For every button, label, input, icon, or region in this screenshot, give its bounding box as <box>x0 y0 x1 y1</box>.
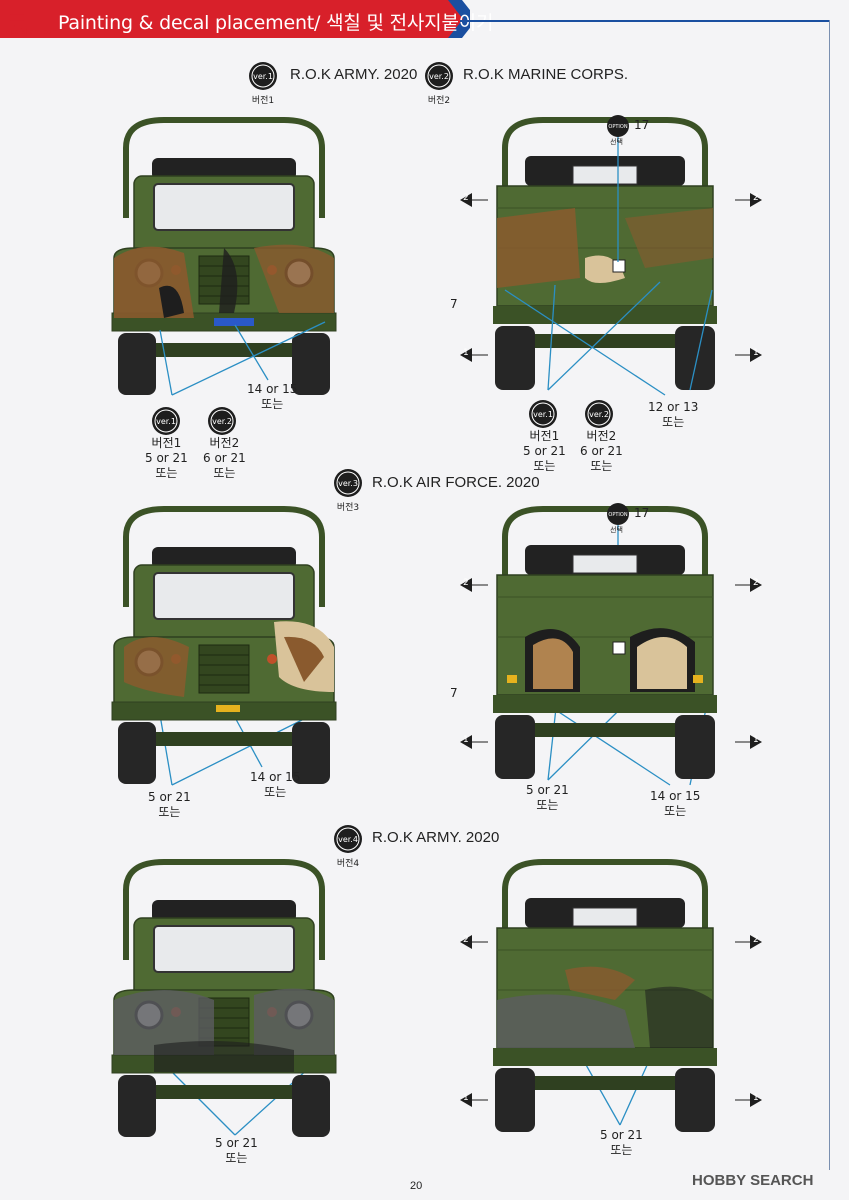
callout-5-21-ver4-front-line1: 5 or 21 <box>215 1136 258 1150</box>
callout-12-13-line1: 12 or 13 <box>648 400 699 414</box>
ver2-mini-badge-rear: ver.2 <box>584 399 614 429</box>
page-title: Painting & decal placement/ 색칠 및 전사지붙이기 <box>58 12 494 34</box>
ver1-mini-front-text: ver.1 <box>156 417 176 426</box>
ver2-badge-text: ver.2 <box>429 72 449 81</box>
ver1-rear-line2: 또는 <box>533 459 556 473</box>
mark-1-left-s2: 1 <box>463 735 469 745</box>
callout-12-13-line2: 또는 <box>662 415 685 429</box>
callout-14-15-ver3-front-line1: 14 or 15 <box>250 770 301 784</box>
option-number-1: 17 <box>634 118 650 132</box>
ver2-rear-sub: 버전2 <box>586 429 617 443</box>
callout-ver2-front: 버전2 6 or 21 또는 <box>203 436 246 481</box>
callout-5-21-ver4-rear-line1: 5 or 21 <box>600 1128 643 1142</box>
callout-5-21-ver4-front: 5 or 21 또는 <box>215 1136 258 1166</box>
option-sub-1: 선택 <box>610 138 623 146</box>
header-divider <box>460 20 830 22</box>
callout-14-15-ver3-front-line2: 또는 <box>264 785 287 799</box>
mark-7-s2: 7 <box>450 686 458 700</box>
ver2-rear-line2: 또는 <box>590 459 613 473</box>
ver2-badge: ver.2 <box>424 61 454 91</box>
ver1-mini-badge-front: ver.1 <box>151 406 181 436</box>
callout-5-21-ver3-rear-line1: 5 or 21 <box>526 783 569 797</box>
mark-1-left-s3: 1 <box>463 1093 469 1103</box>
ver1-sub: 버전1 <box>251 96 275 106</box>
ver2-front-line2: 또는 <box>213 466 236 480</box>
ver4-title: R.O.K ARMY. 2020 <box>372 829 500 846</box>
mark-1-right-s1: 1 <box>753 348 759 358</box>
option-sub-2: 선택 <box>610 526 623 534</box>
ver2-front-line1: 6 or 21 <box>203 451 246 465</box>
callout-5-21-ver4-rear: 5 or 21 또는 <box>600 1128 643 1158</box>
ver2-mini-front-text: ver.2 <box>212 417 232 426</box>
callout-ver2-rear: 버전2 6 or 21 또는 <box>580 429 623 474</box>
truck-ver3-front <box>104 497 344 787</box>
truck-ver1-front <box>104 108 344 398</box>
ver1-badge-text: ver.1 <box>253 72 273 81</box>
ver3-sub: 버전3 <box>336 503 360 513</box>
page-number: 20 <box>410 1180 423 1192</box>
mark-2-right-s1: 2 <box>753 193 759 203</box>
mark-1-left-s1: 1 <box>463 348 469 358</box>
watermark-brand: HOBBY SEARCH <box>692 1172 814 1189</box>
option-badge-2: OPTION <box>606 502 630 526</box>
ver1-front-sub: 버전1 <box>151 436 182 450</box>
mark-2-right-s2: 2 <box>753 578 759 588</box>
mark-7-s1: 7 <box>450 297 458 311</box>
mark-1-right-s3: 1 <box>753 1093 759 1103</box>
site-logo: 高 <box>6 10 29 35</box>
option-badge-1-text: OPTION <box>608 124 627 130</box>
callout-ver1-front: 버전1 5 or 21 또는 <box>145 436 188 481</box>
ver1-badge: ver.1 <box>248 61 278 91</box>
ver2-mini-rear-text: ver.2 <box>589 410 609 419</box>
callout-14-15-s1-line2: 또는 <box>261 397 284 411</box>
option-badge-2-text: OPTION <box>608 512 627 518</box>
callout-14-15-ver3-front: 14 or 15 또는 <box>250 770 300 800</box>
mark-2-left-s3: 2 <box>463 935 469 945</box>
ver1-mini-rear-text: ver.1 <box>533 410 553 419</box>
callout-5-21-ver3-front-line2: 또는 <box>158 805 181 819</box>
callout-14-15-ver3-rear-line1: 14 or 15 <box>650 789 701 803</box>
ver1-mini-badge-rear: ver.1 <box>528 399 558 429</box>
ver2-rear-line1: 6 or 21 <box>580 444 623 458</box>
option-number-2: 17 <box>634 506 650 520</box>
ver1-front-line1: 5 or 21 <box>145 451 188 465</box>
ver4-badge-text: ver.4 <box>338 835 358 844</box>
callout-14-15-s1: 14 or 15 또는 <box>247 382 297 412</box>
ver1-title: R.O.K ARMY. 2020 <box>290 66 418 83</box>
ver2-front-sub: 버전2 <box>209 436 240 450</box>
ver3-badge: ver.3 <box>333 468 363 498</box>
margin-line <box>829 20 830 1170</box>
truck-ver3-rear <box>485 497 725 787</box>
ver2-sub: 버전2 <box>427 96 451 106</box>
callout-5-21-ver3-front: 5 or 21 또는 <box>148 790 191 820</box>
callout-ver1-rear: 버전1 5 or 21 또는 <box>523 429 566 474</box>
ver1-rear-sub: 버전1 <box>529 429 560 443</box>
mark-2-left-s1: 2 <box>463 193 469 203</box>
callout-5-21-ver4-rear-line2: 또는 <box>610 1143 633 1157</box>
truck-ver4-front <box>104 850 344 1140</box>
ver4-badge: ver.4 <box>333 824 363 854</box>
mark-1-right-s2: 1 <box>753 735 759 745</box>
callout-5-21-ver3-rear-line2: 또는 <box>536 798 559 812</box>
ver2-title: R.O.K MARINE CORPS. <box>463 66 629 83</box>
callout-12-13: 12 or 13 또는 <box>648 400 698 430</box>
callout-5-21-ver3-rear: 5 or 21 또는 <box>526 783 569 813</box>
option-badge-1: OPTION <box>606 114 630 138</box>
ver1-front-line2: 또는 <box>155 466 178 480</box>
truck-ver2-rear <box>485 108 725 398</box>
callout-14-15-ver3-rear: 14 or 15 또는 <box>650 789 700 819</box>
callout-5-21-ver4-front-line2: 또는 <box>225 1151 248 1165</box>
ver3-title: R.O.K AIR FORCE. 2020 <box>372 474 540 491</box>
callout-14-15-ver3-rear-line2: 또는 <box>664 804 687 818</box>
callout-5-21-ver3-front-line1: 5 or 21 <box>148 790 191 804</box>
callout-14-15-s1-line1: 14 or 15 <box>247 382 298 396</box>
mark-2-left-s2: 2 <box>463 578 469 588</box>
truck-ver4-rear <box>485 850 725 1140</box>
ver2-mini-badge-front: ver.2 <box>207 406 237 436</box>
site-logo-sub: qpa-sham.com <box>6 28 59 36</box>
ver3-badge-text: ver.3 <box>338 479 358 488</box>
ver4-sub: 버전4 <box>336 859 360 869</box>
mark-2-right-s3: 2 <box>753 935 759 945</box>
ver1-rear-line1: 5 or 21 <box>523 444 566 458</box>
